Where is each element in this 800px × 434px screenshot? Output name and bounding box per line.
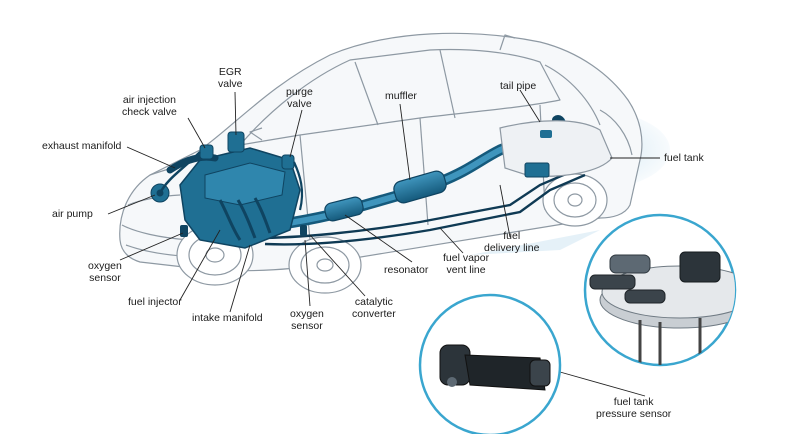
- label-fuel-injector: fuel injector: [128, 296, 182, 308]
- fuel-lines: [254, 168, 586, 246]
- engine-assembly: [150, 131, 307, 249]
- label-intake-manifold: intake manifold: [192, 312, 263, 324]
- resonator-shape: [324, 196, 364, 222]
- label-oxygen-sensor-front: oxygen sensor: [88, 260, 122, 284]
- label-fuel-delivery-line: fuel delivery line: [484, 230, 540, 254]
- label-air-injection-check-valve: air injection check valve: [122, 94, 177, 118]
- label-oxygen-sensor-rear: oxygen sensor: [290, 308, 324, 332]
- pressure-sensor-detail: [418, 293, 562, 434]
- label-purge-valve: purge valve: [286, 86, 313, 110]
- fuel-tank: [499, 120, 613, 178]
- label-exhaust-manifold: exhaust manifold: [42, 140, 122, 152]
- label-egr-valve: EGR valve: [218, 66, 243, 90]
- leader-lines: [107, 89, 660, 397]
- label-tail-pipe: tail pipe: [500, 80, 537, 92]
- label-catalytic-converter: catalytic converter: [352, 296, 396, 320]
- label-fuel-tank-pressure-sensor: fuel tank pressure sensor: [596, 396, 672, 420]
- label-fuel-tank: fuel tank: [664, 152, 704, 164]
- fuel-pump-detail: [470, 213, 737, 367]
- label-resonator: resonator: [384, 264, 429, 276]
- label-fuel-vapor-vent-line: fuel vapor vent line: [443, 252, 490, 276]
- label-muffler: muffler: [385, 90, 417, 102]
- muffler-shape: [393, 170, 447, 204]
- label-air-pump: air pump: [52, 208, 93, 220]
